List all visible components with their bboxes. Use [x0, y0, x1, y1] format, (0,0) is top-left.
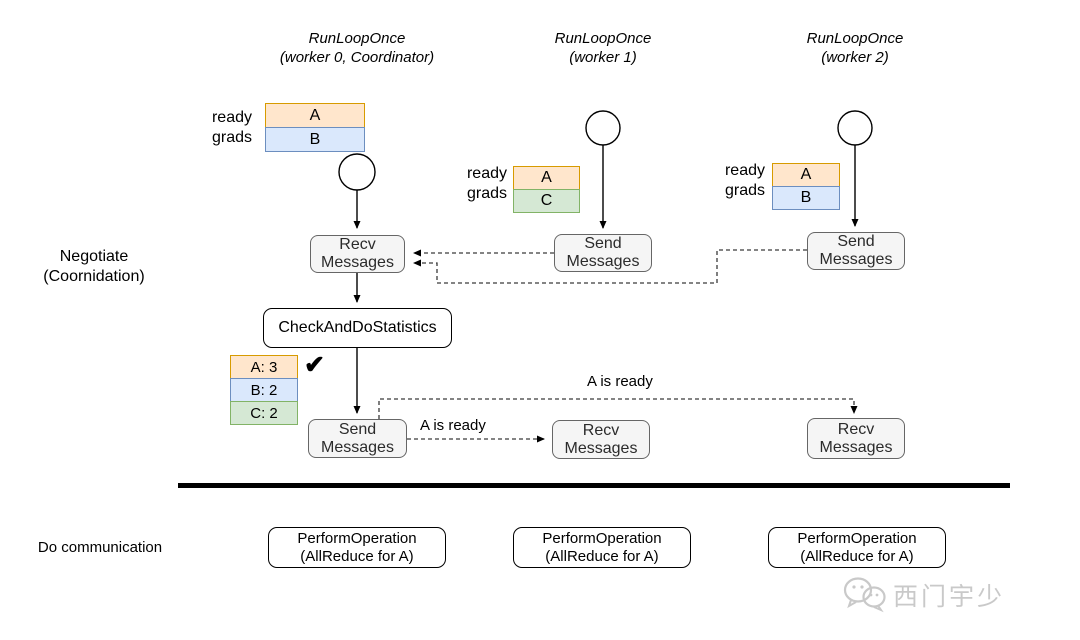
w2-recv-messages-box: Recv Messages — [807, 418, 905, 459]
column-header-worker0: RunLoopOnce (worker 0, Coordinator) — [237, 29, 477, 67]
box-line2: Messages — [321, 438, 394, 456]
box-line1: Recv — [837, 420, 875, 438]
grads-label: grads — [724, 182, 765, 199]
box-line1: Recv — [582, 421, 620, 439]
w0-send-messages-box: Send Messages — [308, 419, 407, 458]
box-line1: Send — [584, 235, 622, 252]
box-line2: (AllReduce for A) — [300, 547, 414, 565]
box-line1: Recv — [339, 236, 376, 253]
grad-cell: B — [772, 186, 840, 210]
wechat-icon — [843, 577, 886, 613]
grad-cell: A — [265, 103, 365, 128]
box-line2: (AllReduce for A) — [545, 547, 659, 565]
w1-perform-operation-box: PerformOperation (AllReduce for A) — [513, 527, 691, 568]
grad-cell: B — [265, 127, 365, 152]
watermark: 西门宇少 — [843, 576, 1005, 614]
stats-row: A: 3 — [230, 355, 298, 379]
ready-label: ready — [724, 162, 765, 179]
header-line2: (worker 2) — [821, 49, 889, 66]
checkmark-icon: ✔ — [304, 351, 325, 379]
a-is-ready-label-upper: A is ready — [587, 373, 653, 390]
header-line1: RunLoopOnce — [806, 30, 904, 47]
ready-label: ready — [211, 109, 252, 126]
box-line2: (AllReduce for A) — [800, 547, 914, 565]
start-circle-worker2 — [837, 110, 873, 146]
negotiate-line2: (Coornidation) — [43, 268, 145, 285]
start-circle-worker0 — [338, 153, 376, 191]
check-and-do-statistics-box: CheckAndDoStatistics — [263, 308, 452, 348]
grad-cell: A — [513, 166, 580, 190]
box-line2: Messages — [819, 251, 893, 268]
stats-row: B: 2 — [230, 378, 298, 402]
w1-send-messages-box: Send Messages — [554, 234, 652, 272]
header-line1: RunLoopOnce — [308, 30, 406, 47]
do-communication-label: Do communication — [37, 539, 163, 556]
grads-label: grads — [466, 185, 507, 202]
start-circle-worker1 — [585, 110, 621, 146]
ready-grads-table-worker0: A B — [265, 103, 365, 152]
box-line2: Messages — [564, 439, 638, 457]
w1-recv-messages-box: Recv Messages — [552, 420, 650, 459]
watermark-text: 西门宇少 — [893, 583, 1006, 611]
ready-label: ready — [466, 165, 507, 182]
w2-send-messages-box: Send Messages — [807, 232, 905, 270]
header-line2: (worker 1) — [569, 49, 637, 66]
grads-label: grads — [211, 129, 252, 146]
ready-grads-label-worker0: ready grads — [184, 108, 252, 148]
grad-cell: A — [772, 163, 840, 187]
negotiate-line1: Negotiate — [59, 248, 129, 265]
header-line2: (worker 0, Coordinator) — [279, 49, 435, 66]
w2-perform-operation-box: PerformOperation (AllReduce for A) — [768, 527, 946, 568]
box-line1: PerformOperation — [542, 529, 662, 547]
box-line1: PerformOperation — [297, 529, 417, 547]
box-line2: Messages — [819, 438, 893, 456]
header-line1: RunLoopOnce — [554, 30, 652, 47]
box-line1: Send — [837, 233, 875, 250]
edge-w0send-to-w2recv — [378, 398, 858, 419]
negotiate-label: Negotiate (Coornidation) — [23, 247, 165, 287]
stats-table: A: 3 B: 2 C: 2 — [230, 355, 298, 425]
ready-grads-table-worker1: A C — [513, 166, 580, 213]
box-line1: PerformOperation — [797, 529, 917, 547]
phase-separator-line — [178, 483, 1010, 488]
box-line1: Send — [338, 420, 377, 438]
w0-perform-operation-box: PerformOperation (AllReduce for A) — [268, 527, 446, 568]
ready-grads-label-worker2: ready grads — [697, 161, 765, 201]
box-line2: Messages — [566, 253, 640, 270]
ready-grads-table-worker2: A B — [772, 163, 840, 210]
ready-grads-label-worker1: ready grads — [439, 164, 507, 204]
box-line2: Messages — [321, 254, 394, 271]
column-header-worker1: RunLoopOnce (worker 1) — [483, 29, 723, 67]
stats-row: C: 2 — [230, 401, 298, 425]
w0-recv-messages-box: Recv Messages — [310, 235, 405, 273]
grad-cell: C — [513, 189, 580, 213]
a-is-ready-label-lower: A is ready — [420, 417, 486, 434]
column-header-worker2: RunLoopOnce (worker 2) — [735, 29, 975, 67]
